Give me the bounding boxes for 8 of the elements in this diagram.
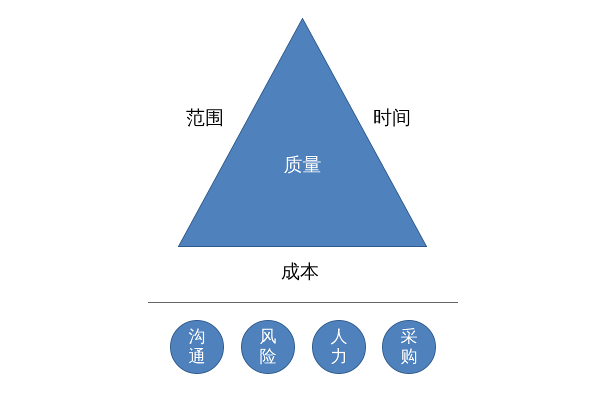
side-label: 范围 [186,106,224,131]
side-label: 时间 [373,106,411,131]
circle-node: 风险 [241,320,295,374]
side-label: 成本 [281,260,319,285]
circle-node: 沟通 [170,320,224,374]
circle-node: 采购 [382,320,436,374]
triangle-label: 质量 [282,153,322,178]
circle-node: 人力 [312,320,366,374]
